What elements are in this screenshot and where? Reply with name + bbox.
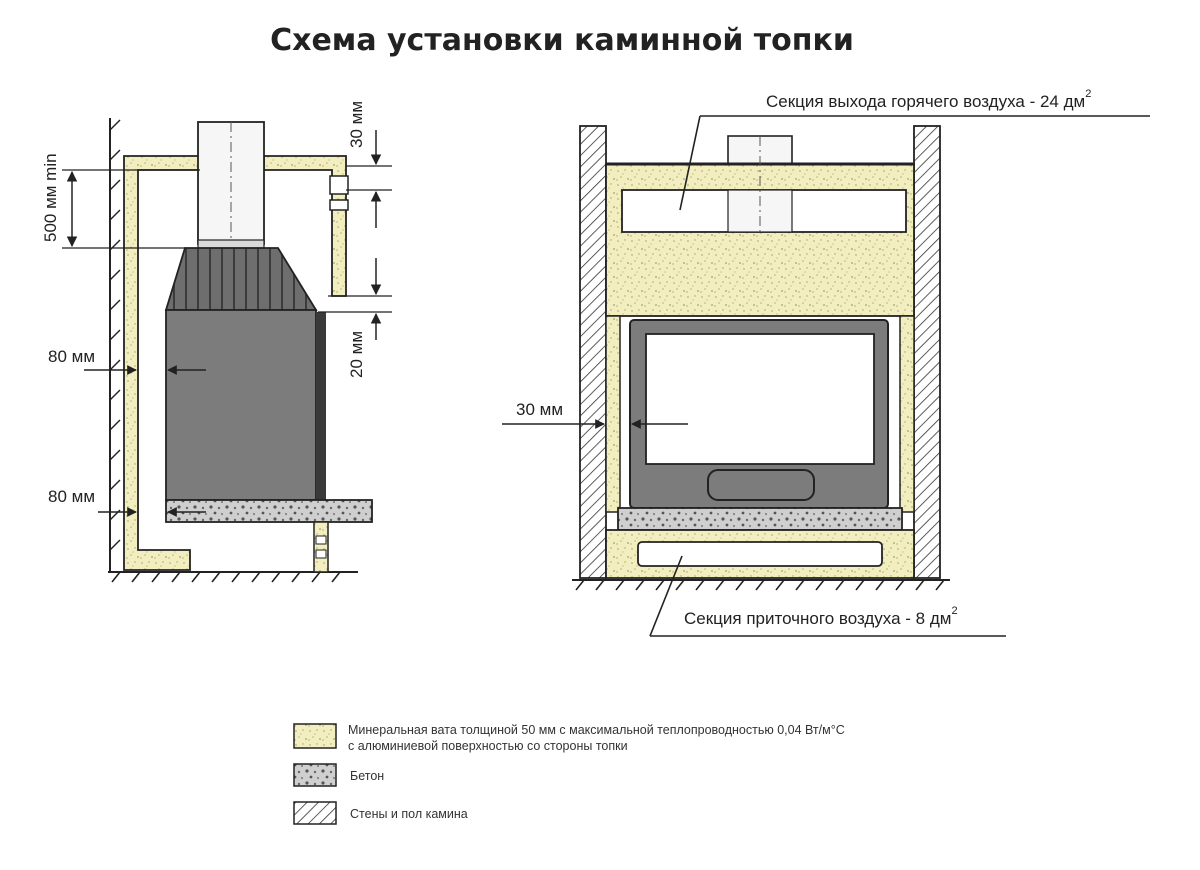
front-side-gap-label: 30 мм — [516, 400, 563, 419]
legend-insulation-line1: Минеральная вата толщиной 50 мм с максим… — [348, 723, 845, 737]
dim-lower-right-label: 20 мм — [347, 331, 366, 378]
legend-item-insulation: Минеральная вата толщиной 50 мм с максим… — [293, 723, 845, 753]
legend-swatch-concrete — [293, 763, 337, 787]
diagram-title: Схема установки каминной топки — [270, 23, 854, 58]
firebox-hood — [164, 247, 318, 311]
firebox-glass — [645, 333, 875, 465]
concrete-slab-left — [165, 499, 373, 523]
legend-item-walls: Стены и пол камина — [293, 801, 468, 825]
supply-air-inlet — [637, 541, 883, 567]
front-section-view: Секция выхода горячего воздуха - 24 дм2 … — [502, 88, 1150, 637]
floor-hatch-left — [111, 571, 341, 583]
dim-bottom-gap-label: 80 мм — [48, 487, 95, 506]
concrete-slab-right — [617, 507, 903, 531]
firebox-body — [165, 309, 317, 501]
legend-insulation-line2: с алюминиевой поверхностью со стороны то… — [348, 739, 628, 753]
legend: Минеральная вата толщиной 50 мм с максим… — [293, 723, 845, 825]
legend-swatch-walls — [293, 801, 337, 825]
right-side-wall — [913, 125, 941, 579]
legend-concrete-label: Бетон — [350, 769, 384, 783]
top-insulation-block — [605, 163, 915, 317]
legend-walls-label: Стены и пол камина — [350, 807, 468, 821]
left-side-wall — [579, 125, 607, 579]
side-section-view: 500 мм min 30 мм 20 мм 80 мм 80 мм — [41, 101, 392, 583]
legend-swatch-insulation — [293, 723, 337, 749]
legend-item-concrete: Бетон — [293, 763, 384, 787]
supply-air-label: Секция приточного воздуха - 8 дм2 — [684, 605, 958, 628]
ash-drawer — [707, 469, 815, 501]
dim-min-height-label: 500 мм min — [41, 153, 60, 242]
hot-air-label: Секция выхода горячего воздуха - 24 дм2 — [766, 88, 1091, 111]
dim-top-right-label: 30 мм — [347, 101, 366, 148]
dim-side-gap-label: 80 мм — [48, 347, 95, 366]
